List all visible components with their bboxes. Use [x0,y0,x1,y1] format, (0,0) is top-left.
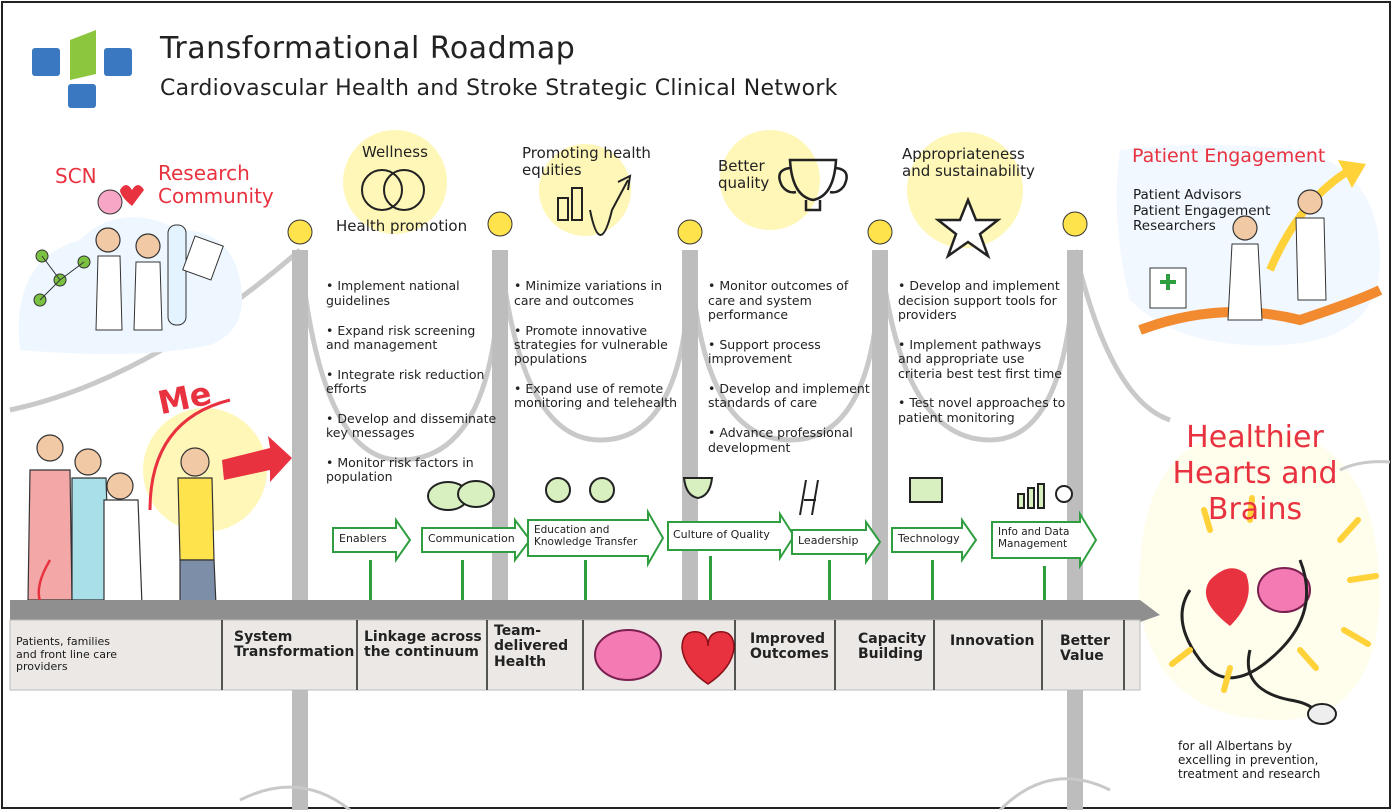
patient-engagement-list: Patient Advisors Patient Engagement Rese… [1133,187,1271,235]
pillar-subheading-health-promotion: Health promotion [336,217,468,235]
bullet: • Advance professional development [708,425,853,455]
bullet: • Implement national guidelines [326,278,460,308]
bullet: • Expand use of remote monitoring and te… [514,381,678,411]
bullet: • Implement pathways and appropriate use… [898,336,1062,381]
enabler-label: Culture of Quality [673,528,770,541]
pillar-bullets-quality: • Monitor outcomes of care and system pe… [708,265,870,470]
ribbon-label: System Transformation [234,629,355,661]
pillar-heading-quality: Better quality [718,157,770,193]
logo [32,30,132,108]
scn-label: SCN [55,164,97,188]
pillar-heading-wellness: Wellness [362,143,428,161]
ribbon-label: Capacity Building [858,631,927,663]
research-community-label: Research Community [158,161,274,208]
healthier-hearts-brains: Healthier Hearts and Brains [1172,420,1338,527]
enabler-label: Info and Data Management [998,526,1070,551]
ribbon-label: Linkage across the continuum [364,629,482,661]
ribbon-label: Better Value [1060,633,1110,665]
ribbon-label: Improved Outcomes [750,631,829,663]
enabler-label: Communication [428,532,515,545]
bullet: • Develop and implement standards of car… [708,381,870,411]
bullet: • Develop and implement decision support… [898,278,1060,323]
ribbon-label: Team- delivered Health [494,623,569,670]
enabler-label: Education and Knowledge Transfer [534,524,638,549]
pillar-bullets-appropriateness: • Develop and implement decision support… [898,265,1068,441]
ribbon-label: Innovation [950,633,1035,649]
bullet: • Test novel approaches to patient monit… [898,395,1066,425]
bullet: • Develop and disseminate key messages [326,410,497,441]
pillar-bullets-wellness: • Implement national guidelines • Expand… [326,265,498,500]
bullet: • Integrate risk reduction efforts [326,366,485,396]
page-title: Transformational Roadmap [160,31,576,66]
pillar-bullets-equities: • Minimize variations in care and outcom… [514,265,684,426]
enabler-label: Enablers [339,532,387,545]
bullet: • Expand risk screening and management [326,322,476,352]
patients-label: Patients, families and front line care p… [16,635,118,674]
enabler-label: Technology [898,532,960,545]
patient-engagement-title: Patient Engagement [1132,145,1326,167]
bullet: • Minimize variations in care and outcom… [514,278,663,308]
page-subtitle: Cardiovascular Health and Stroke Strateg… [160,76,838,101]
pillar-heading-equities: Promoting health equities [522,144,651,180]
footer-statement: for all Albertans by excelling in preven… [1178,739,1321,781]
bullet: • Monitor risk factors in population [326,454,474,485]
enabler-label: Leadership [798,534,859,547]
bullet: • Monitor outcomes of care and system pe… [708,278,849,323]
bullet: • Promote innovative strategies for vuln… [514,322,668,367]
bullet: • Support process improvement [708,336,821,367]
pillar-heading-appropriateness: Appropriateness and sustainability [902,145,1035,181]
